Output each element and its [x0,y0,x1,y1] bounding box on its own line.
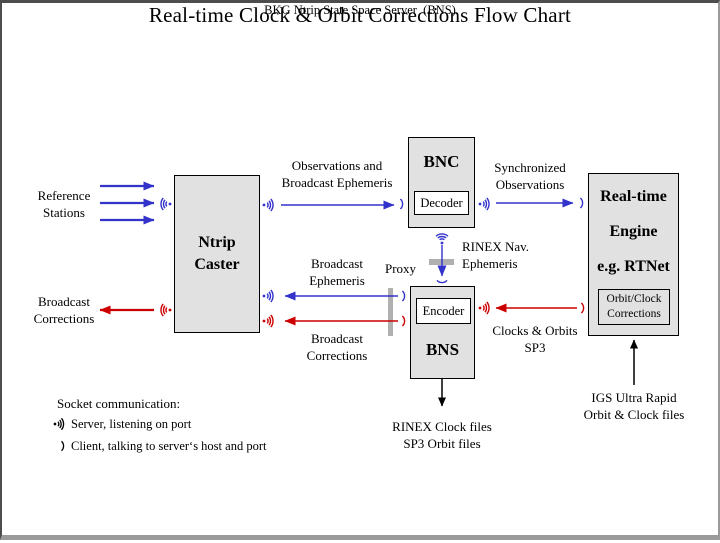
bnc-box: BNC Decoder [408,137,475,228]
legend-server-text: Server, listening on port [71,417,192,431]
legend-client-text: Client, talking to server‘s host and por… [71,439,267,453]
orbit-clock-line2: Corrections [607,308,661,320]
legend-client-icon [60,440,65,452]
client-socket-icon [580,302,585,314]
legend-server-icon [53,417,65,431]
label-synchronized-observations: Synchronized Observations [494,160,566,192]
label-broadcast-corrections-left: Broadcast Corrections [33,294,95,326]
bns-box: Encoder BNS [410,286,475,379]
ntrip-caster-title-line2: Caster [194,256,240,273]
page-subtitle: BKG Ntrip State Space Server (BNS) [264,3,456,17]
server-socket-icon [160,197,173,211]
rt-engine-line3: e.g. RTNet [597,258,670,275]
client-socket-icon [579,197,584,209]
decoder-box: Decoder [414,191,469,215]
client-socket-icon [401,290,406,302]
label-igs-ultra-rapid: IGS Ultra Rapid Orbit & Clock files [583,390,685,422]
label-broadcast-ephemeris: Broadcast Ephemeris [309,256,365,288]
realtime-engine-box: Real-time Engine e.g. RTNet Orbit/Clock … [588,173,679,336]
bnc-title: BNC [423,152,460,171]
server-socket-icon [477,301,490,315]
ntrip-caster-title-line1: Ntrip [198,234,236,251]
rt-engine-line1: Real-time [600,188,667,205]
bns-title: BNS [425,340,460,359]
server-socket-icon [435,233,449,246]
proxy-bar-vertical [388,288,393,336]
ntrip-caster-box: Ntrip Caster [174,175,260,333]
server-socket-icon [477,197,490,211]
server-socket-icon [261,314,274,328]
server-socket-icon [261,289,274,303]
label-clocks-orbits-sp3: Clocks & Orbits SP3 [492,323,578,355]
label-rinex-clock-files: RINEX Clock files SP3 Orbit files [392,419,492,451]
label-reference-stations: Reference Stations [37,188,91,220]
client-socket-icon [401,315,406,327]
page-title: Real-time Clock & Orbit Corrections Flow… [148,3,572,27]
client-socket-icon [436,279,448,284]
server-socket-icon [160,303,173,317]
label-rinex-nav-ephemeris: RINEX Nav. Ephemeris [462,239,530,271]
label-observations: Observations and Broadcast Ephemeris [281,158,393,190]
server-socket-icon [261,198,274,212]
encoder-box: Encoder [416,298,471,324]
rt-engine-line2: Engine [609,223,658,240]
legend-title: Socket communication: [57,396,181,411]
orbit-clock-line1: Orbit/Clock [606,293,662,305]
label-broadcast-corrections-mid: Broadcast Corrections [306,331,368,363]
client-socket-icon [399,198,404,210]
label-proxy: Proxy [385,261,417,276]
proxy-bar-horizontal [429,259,454,265]
orbit-clock-corrections-box: Orbit/Clock Corrections [598,289,670,325]
